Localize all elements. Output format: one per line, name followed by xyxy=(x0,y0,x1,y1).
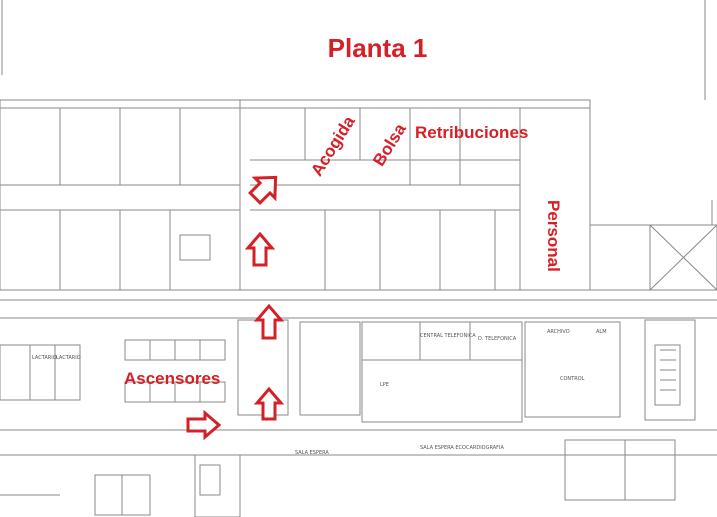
page-title: Planta 1 xyxy=(327,33,428,63)
room-label-alm: ALM xyxy=(596,329,607,335)
direction-arrow-icon xyxy=(253,303,285,340)
room-label-d-telefonica: D. TELEFONICA xyxy=(478,336,517,342)
room-label-sala-espera-eco: SALA ESPERA ECOCARDIOGRAFIA xyxy=(420,445,504,451)
room-label-lpe: LPE xyxy=(380,382,389,388)
direction-arrow-icon xyxy=(186,409,222,441)
direction-arrow-icon xyxy=(253,386,285,421)
room-label-control: CONTROL xyxy=(560,376,585,382)
room-label-sala-espera: SALA ESPERA xyxy=(295,450,329,456)
room-label-lactario-2: LACTARIO xyxy=(56,355,81,361)
room-label-archivo: ARCHIVO xyxy=(547,329,570,335)
room-label-lactario-1: LACTARIO xyxy=(32,355,57,361)
direction-arrows xyxy=(186,175,285,441)
room-label-central-telefonica: CENTRAL TELEFONICA xyxy=(420,333,476,339)
direction-arrow-icon xyxy=(244,231,276,267)
label-ascensores: Ascensores xyxy=(124,369,221,388)
direction-arrow-icon xyxy=(248,175,278,205)
label-retribuciones: Retribuciones xyxy=(415,123,529,142)
label-personal: Personal xyxy=(544,200,563,272)
